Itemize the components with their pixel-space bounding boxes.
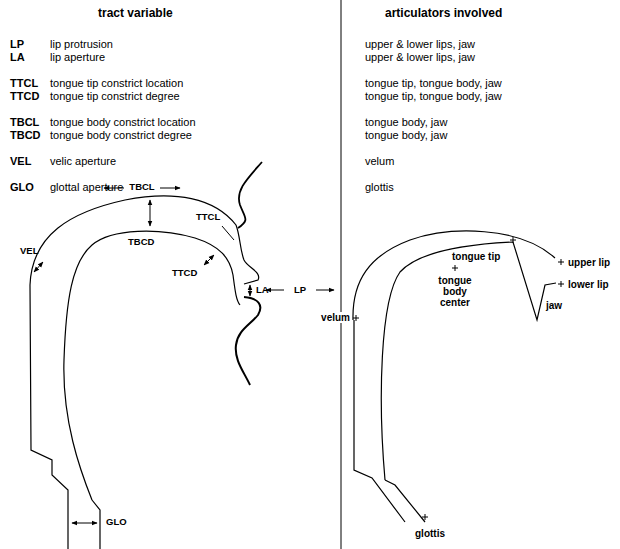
variable-description: glottal aperture	[50, 181, 123, 193]
tract-variable-label: TBCD	[128, 237, 154, 247]
articulator-list: tongue tip, tongue body, jaw	[365, 77, 502, 89]
ttcl-line	[222, 226, 234, 240]
articulator-list: upper & lower lips, jaw	[365, 51, 475, 63]
column-heading: tract variable	[98, 7, 173, 20]
column-heading: articulators involved	[385, 7, 502, 20]
tongue-jaw-outline	[381, 242, 556, 480]
articulator-label: upper lip	[568, 257, 610, 268]
articulator-list: tongue body, jaw	[365, 116, 447, 128]
tongue-outline	[64, 231, 240, 500]
tract-variable-label: TBCL	[129, 182, 154, 192]
variable-description: lip protrusion	[50, 38, 113, 50]
tract-variable-label: VEL	[20, 246, 38, 256]
variable-abbrev: VEL	[10, 155, 31, 167]
point-marker	[510, 237, 516, 243]
tract-variable-label: LP	[294, 285, 306, 295]
variable-abbrev: TBCD	[10, 129, 41, 141]
pharynx-back-wall	[354, 320, 405, 522]
articulator-list: glottis	[365, 181, 394, 193]
la-arrow	[250, 285, 251, 296]
lp-arrow	[266, 290, 284, 291]
tract-variable-label: TTCL	[196, 212, 220, 222]
articulator-label: jaw	[546, 300, 562, 311]
variable-abbrev: TTCD	[10, 90, 39, 102]
tbcd-arrow	[150, 200, 151, 226]
point-marker	[558, 281, 564, 287]
articulator-label: tongue tip	[452, 251, 500, 262]
larynx-front-wall	[92, 500, 100, 549]
vel-arrow	[34, 262, 43, 272]
articulator-label: glottis	[415, 528, 445, 539]
variable-description: tongue body constrict degree	[50, 129, 192, 141]
variable-description: velic aperture	[50, 155, 116, 167]
variable-abbrev: LP	[10, 38, 24, 50]
variable-abbrev: GLO	[10, 181, 34, 193]
variable-description: lip aperture	[50, 51, 105, 63]
larynx-front-wall	[385, 480, 425, 522]
variable-description: tongue tip constrict degree	[50, 90, 180, 102]
lower-lip-jaw	[236, 297, 261, 385]
point-marker	[558, 259, 564, 265]
point-marker	[452, 265, 458, 271]
variable-abbrev: TTCL	[10, 77, 38, 89]
variable-description: tongue body constrict location	[50, 116, 196, 128]
palate-outline	[353, 231, 555, 320]
pharynx-back-wall	[30, 285, 68, 549]
lp-arrow	[316, 290, 334, 291]
tbcl-arrow	[160, 188, 180, 189]
articulator-list: tongue body, jaw	[365, 129, 447, 141]
column-divider	[341, 0, 342, 549]
articulator-label: tongue body center	[431, 275, 479, 308]
point-marker	[422, 514, 428, 520]
articulator-list: tongue tip, tongue body, jaw	[365, 90, 502, 102]
tract-variable-label: LA	[256, 285, 269, 295]
face-profile	[238, 162, 262, 228]
articulator-label: lower lip	[568, 279, 609, 290]
articulator-label: velum	[320, 312, 351, 323]
variable-abbrev: TBCL	[10, 116, 39, 128]
tract-variable-label: GLO	[106, 517, 127, 527]
ttcd-arrow	[204, 255, 214, 265]
palate-upper-lip-outline	[30, 196, 259, 285]
articulator-list: upper & lower lips, jaw	[365, 38, 475, 50]
variable-description: tongue tip constrict location	[50, 77, 183, 89]
glo-arrow	[72, 523, 97, 524]
articulator-list: velum	[365, 155, 394, 167]
variable-abbrev: LA	[10, 51, 25, 63]
point-marker	[353, 315, 359, 321]
tract-variable-label: TTCD	[172, 268, 197, 278]
